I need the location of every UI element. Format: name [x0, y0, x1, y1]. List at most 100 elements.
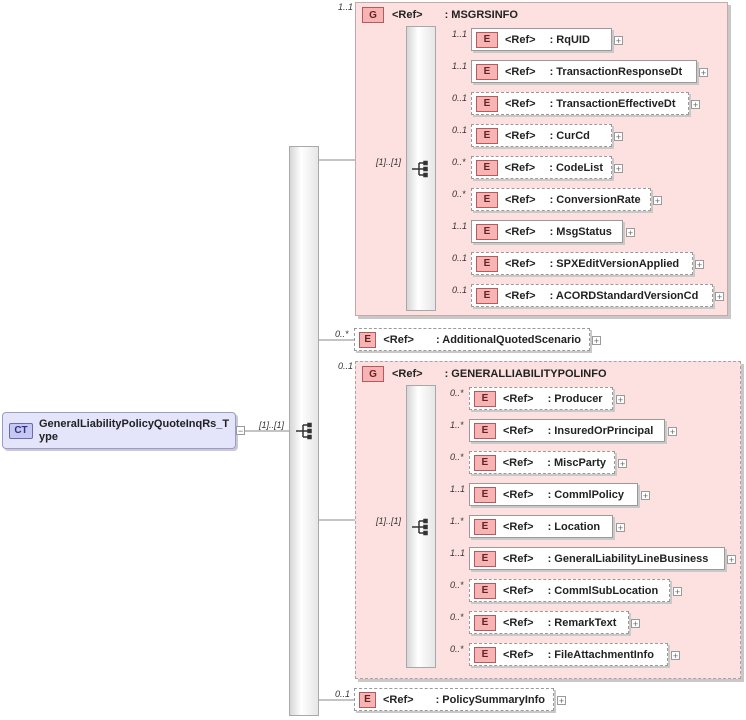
element-name: : PolicySummaryInfo [435, 693, 545, 706]
element-name: : AdditionalQuotedScenario [435, 333, 581, 346]
element-transactioneffectivedt[interactable]: E <Ref> : TransactionEffectiveDt [471, 92, 689, 115]
expand-toggle[interactable]: + [673, 587, 682, 597]
element-msgstatus[interactable]: E <Ref> : MsgStatus [471, 220, 623, 243]
element-spxeditversionapplied[interactable]: E <Ref> : SPXEditVersionApplied [471, 252, 693, 275]
element-badge: E [474, 454, 496, 471]
element-producer[interactable]: E <Ref> : Producer [469, 387, 613, 410]
expand-toggle[interactable]: + [616, 523, 625, 533]
element-ref: <Ref> [505, 257, 536, 270]
element-name: : TransactionResponseDt [549, 65, 683, 78]
expand-toggle[interactable]: + [626, 228, 635, 238]
expand-toggle[interactable]: + [653, 196, 662, 206]
expand-toggle[interactable]: + [614, 164, 623, 174]
element-card: 0..* [450, 452, 464, 462]
element-ref: <Ref> [505, 65, 536, 78]
element-additionalquotedscenario[interactable]: E <Ref> : AdditionalQuotedScenario [354, 328, 590, 351]
element-commlpolicy[interactable]: E <Ref> : CommlPolicy [469, 483, 638, 506]
element-card: 1..1 [452, 61, 468, 71]
element-name: : SPXEditVersionApplied [549, 257, 680, 270]
group-badge: G [362, 366, 384, 382]
element-location[interactable]: E <Ref> : Location [469, 515, 613, 538]
element-card: 0..* [335, 329, 349, 339]
element-name: : ConversionRate [549, 193, 641, 206]
element-name: : CommlSubLocation [547, 584, 659, 597]
element-name: : RqUID [549, 33, 590, 46]
element-card: 1..1 [450, 548, 466, 558]
expand-toggle[interactable]: + [641, 491, 650, 501]
element-card: 1..* [450, 516, 464, 526]
complex-type-node[interactable]: CT GeneralLiabilityPolicyQuoteInqRs_T yp… [2, 412, 236, 449]
element-ref: <Ref> [505, 289, 536, 302]
group-name: : MSGRSINFO [444, 9, 518, 21]
expand-toggle[interactable]: + [592, 336, 601, 346]
element-ref: <Ref> [505, 225, 536, 238]
expand-toggle[interactable]: + [671, 651, 680, 661]
element-card: 0..* [450, 612, 464, 622]
element-ref: <Ref> [502, 456, 534, 469]
expand-toggle[interactable]: + [618, 459, 627, 469]
element-card: 0..* [452, 189, 466, 199]
element-name: : GeneralLiabilityLineBusiness [547, 552, 709, 565]
element-rquid[interactable]: E <Ref> : RqUID [471, 28, 612, 51]
element-ref: <Ref> [505, 129, 536, 142]
group-sequence-card: [1]..[1] [376, 157, 402, 167]
element-transactionresponsedt[interactable]: E <Ref> : TransactionResponseDt [471, 60, 697, 83]
expand-toggle[interactable]: + [695, 260, 704, 270]
group-ref: <Ref> [392, 368, 423, 380]
element-miscparty[interactable]: E <Ref> : MiscParty [469, 451, 615, 474]
group-ref: <Ref> [392, 9, 423, 21]
element-name: : Producer [547, 392, 603, 405]
expand-toggle[interactable]: + [727, 555, 736, 565]
element-badge: E [476, 223, 498, 240]
expand-toggle[interactable]: + [616, 395, 625, 405]
element-card: 0..1 [335, 689, 351, 699]
element-ref: <Ref> [503, 648, 534, 661]
element-generalliabilitylinebusiness[interactable]: E <Ref> : GeneralLiabilityLineBusiness [469, 547, 725, 570]
element-ref: <Ref> [503, 488, 534, 501]
element-card: 0..* [450, 388, 464, 398]
sequence-icon [411, 160, 431, 178]
element-remarktext[interactable]: E <Ref> : RemarkText [469, 611, 629, 634]
expand-toggle[interactable]: + [668, 427, 677, 437]
element-badge: E [476, 191, 498, 208]
complex-type-badge: CT [9, 422, 33, 439]
group-sequence-card: [1]..[1] [376, 516, 402, 526]
element-commlsublocation[interactable]: E <Ref> : CommlSubLocation [469, 579, 670, 602]
element-badge: E [476, 63, 498, 80]
element-ref: <Ref> [503, 584, 534, 597]
element-policysummaryinfo[interactable]: E <Ref> : PolicySummaryInfo [354, 688, 554, 711]
element-name: : CurCd [549, 129, 590, 142]
complex-type-name: GeneralLiabilityPolicyQuoteInqRs_T [39, 417, 230, 430]
expand-toggle[interactable]: + [614, 132, 623, 142]
element-conversionrate[interactable]: E <Ref> : ConversionRate [471, 188, 651, 211]
expand-toggle[interactable]: + [614, 36, 623, 46]
element-fileattachmentinfo[interactable]: E <Ref> : FileAttachmentInfo [469, 643, 668, 666]
element-card: 0..* [450, 644, 464, 654]
element-ref: <Ref> [503, 616, 534, 629]
element-badge: E [474, 646, 496, 663]
element-curcd[interactable]: E <Ref> : CurCd [471, 124, 612, 147]
element-card: 0..1 [452, 125, 468, 135]
element-ref: <Ref> [505, 97, 536, 110]
expand-toggle[interactable]: + [715, 292, 724, 302]
expand-toggle[interactable]: + [691, 100, 700, 110]
element-ref: <Ref> [504, 161, 536, 174]
element-badge: E [476, 95, 498, 112]
element-badge: E [476, 287, 498, 304]
element-acordstandardversioncd[interactable]: E <Ref> : ACORDStandardVersionCd [471, 284, 713, 307]
element-badge: E [476, 127, 498, 144]
element-card: 0..1 [452, 93, 468, 103]
element-name: : InsuredOrPrincipal [547, 424, 654, 437]
element-codelist[interactable]: E <Ref> : CodeList [471, 156, 612, 179]
group-occurrence: 0..1 [338, 361, 354, 371]
ct-sequence-card: [1]..[1] [259, 420, 285, 430]
expand-toggle[interactable]: + [699, 68, 708, 78]
group-occurrence: 1..1 [338, 2, 354, 12]
group-badge: G [362, 7, 384, 23]
element-badge: E [474, 614, 496, 631]
element-badge: E [359, 331, 377, 348]
expand-toggle[interactable]: + [631, 619, 640, 629]
element-insuredorprincipal[interactable]: E <Ref> : InsuredOrPrincipal [469, 419, 665, 442]
collapse-toggle[interactable]: − [236, 426, 245, 436]
expand-toggle[interactable]: + [557, 696, 566, 706]
